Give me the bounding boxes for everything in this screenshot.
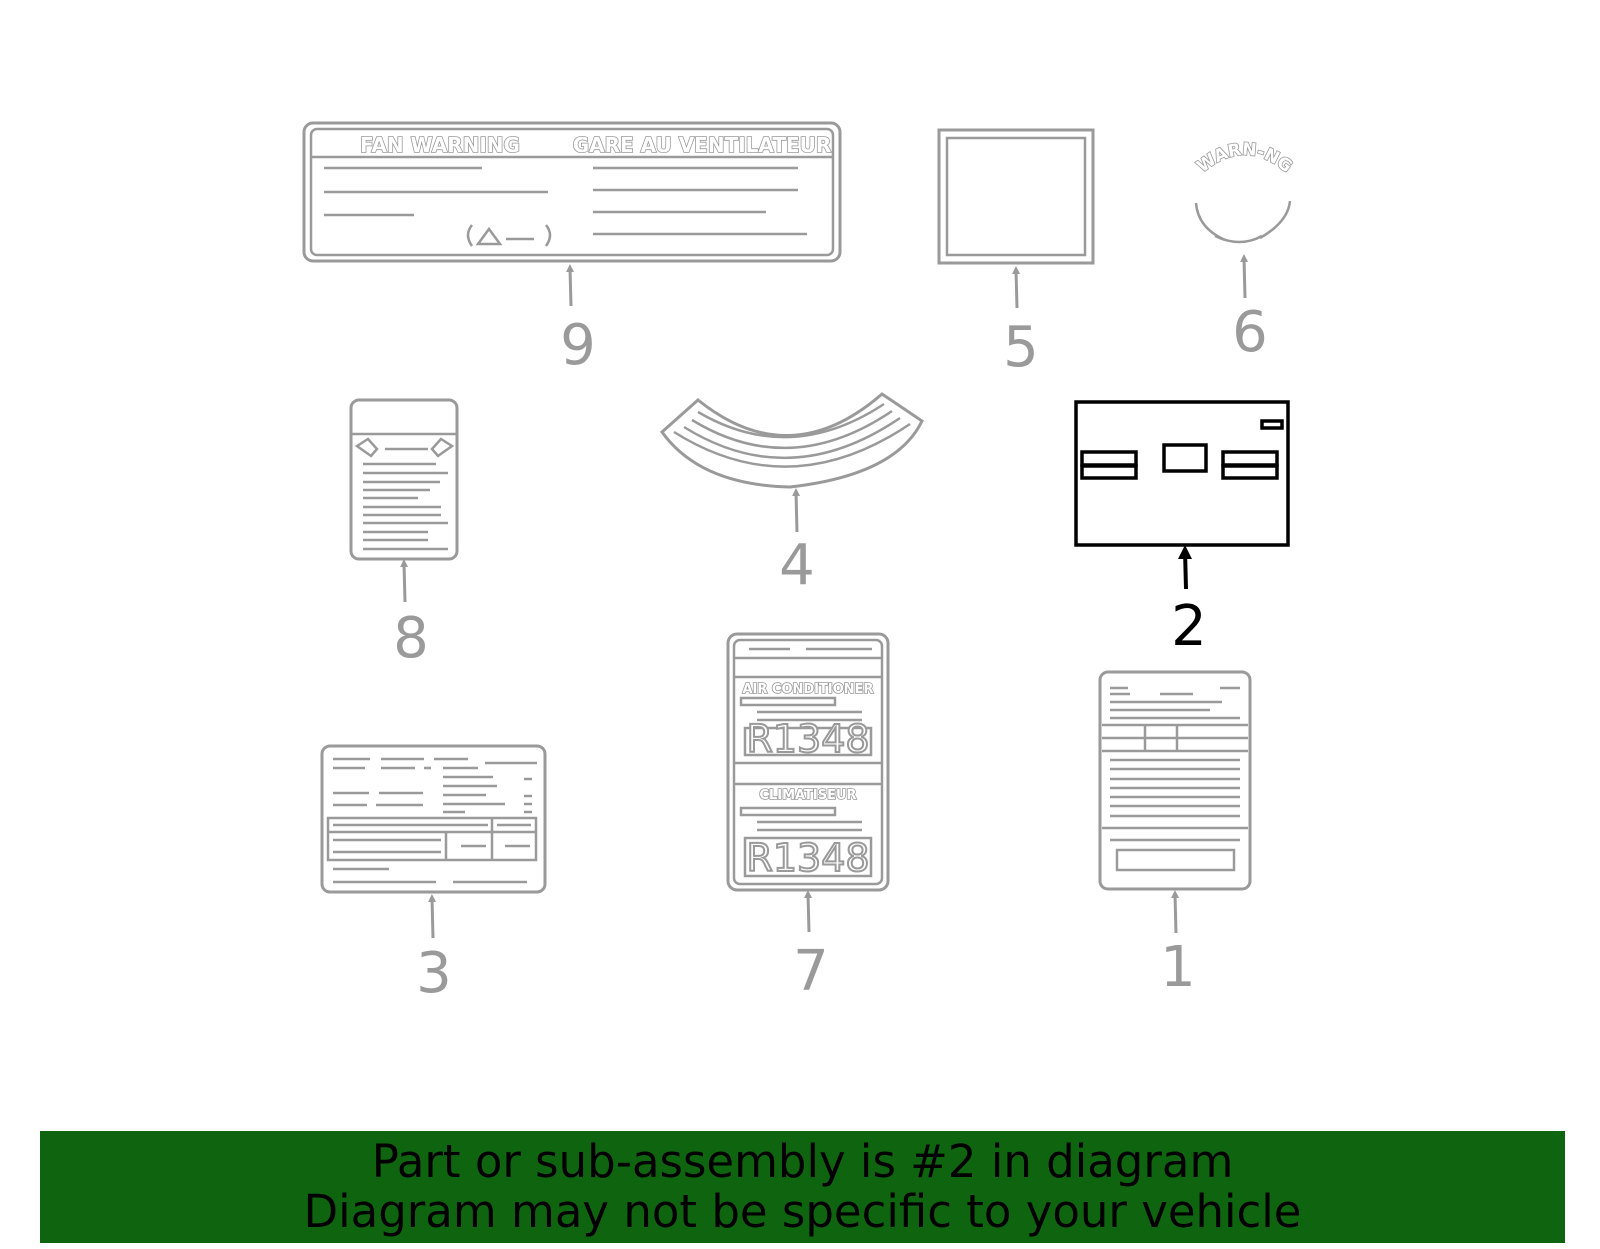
part-7-ac-label[interactable]: AIR CONDITIONER R1348 CLIMATISEUR R1348: [726, 632, 890, 892]
callout-3[interactable]: 3: [416, 941, 452, 1006]
part-6-round-warning-label[interactable]: WARN-NG: [1193, 139, 1297, 244]
part-4-arrow: [792, 488, 801, 533]
callout-8[interactable]: 8: [393, 606, 429, 671]
shape-right-icon: [430, 437, 455, 458]
callout-4[interactable]: 4: [779, 533, 815, 598]
fan-warning-heading: FAN WARNING: [360, 133, 520, 157]
part-7-arrow: [804, 890, 813, 933]
part-5-arrow: [1012, 266, 1021, 309]
part-9-fan-warning-label[interactable]: FAN WARNING GARE AU VENTILATEUR: [302, 121, 842, 263]
paren-right-icon: [544, 224, 552, 247]
part-2-highlighted-label[interactable]: [1074, 400, 1290, 547]
paren-left-icon: [466, 224, 474, 247]
callout-2[interactable]: 2: [1171, 594, 1207, 659]
part-8-tall-label[interactable]: [349, 398, 459, 561]
info-banner: Part or sub-assembly is #2 in diagram Di…: [40, 1131, 1565, 1243]
air-conditioner-heading: AIR CONDITIONER: [742, 682, 873, 697]
part-8-arrow: [400, 559, 409, 603]
r1348-code-top: R1348: [746, 717, 869, 761]
callout-6[interactable]: 6: [1232, 300, 1268, 365]
warning-triangle-icon: [475, 226, 503, 246]
climatiseur-heading: CLIMATISEUR: [759, 788, 856, 803]
part-3-arrow: [428, 894, 437, 939]
banner-line-1: Part or sub-assembly is #2 in diagram: [371, 1135, 1234, 1188]
round-warning-text: WARN-NG: [1193, 140, 1295, 177]
part-1-arrow: [1171, 890, 1180, 934]
part-6-arrow: [1240, 254, 1249, 299]
gare-au-ventilateur-heading: GARE AU VENTILATEUR: [573, 133, 832, 157]
callout-5[interactable]: 5: [1003, 315, 1039, 380]
part-2-arrowhead: [1178, 545, 1192, 559]
callout-9[interactable]: 9: [560, 313, 596, 378]
part-5-square-label[interactable]: [937, 128, 1095, 265]
part-1-tall-label[interactable]: [1098, 670, 1252, 891]
callout-7[interactable]: 7: [793, 939, 829, 1004]
part-9-arrow: [566, 264, 575, 307]
part-3-info-label[interactable]: [320, 744, 547, 894]
callout-1[interactable]: 1: [1160, 935, 1196, 1000]
r1348-code-bottom: R1348: [746, 836, 869, 880]
shape-left-icon: [354, 437, 379, 458]
part-4-curved-label[interactable]: [659, 392, 924, 489]
banner-line-2: Diagram may not be specific to your vehi…: [303, 1185, 1302, 1238]
